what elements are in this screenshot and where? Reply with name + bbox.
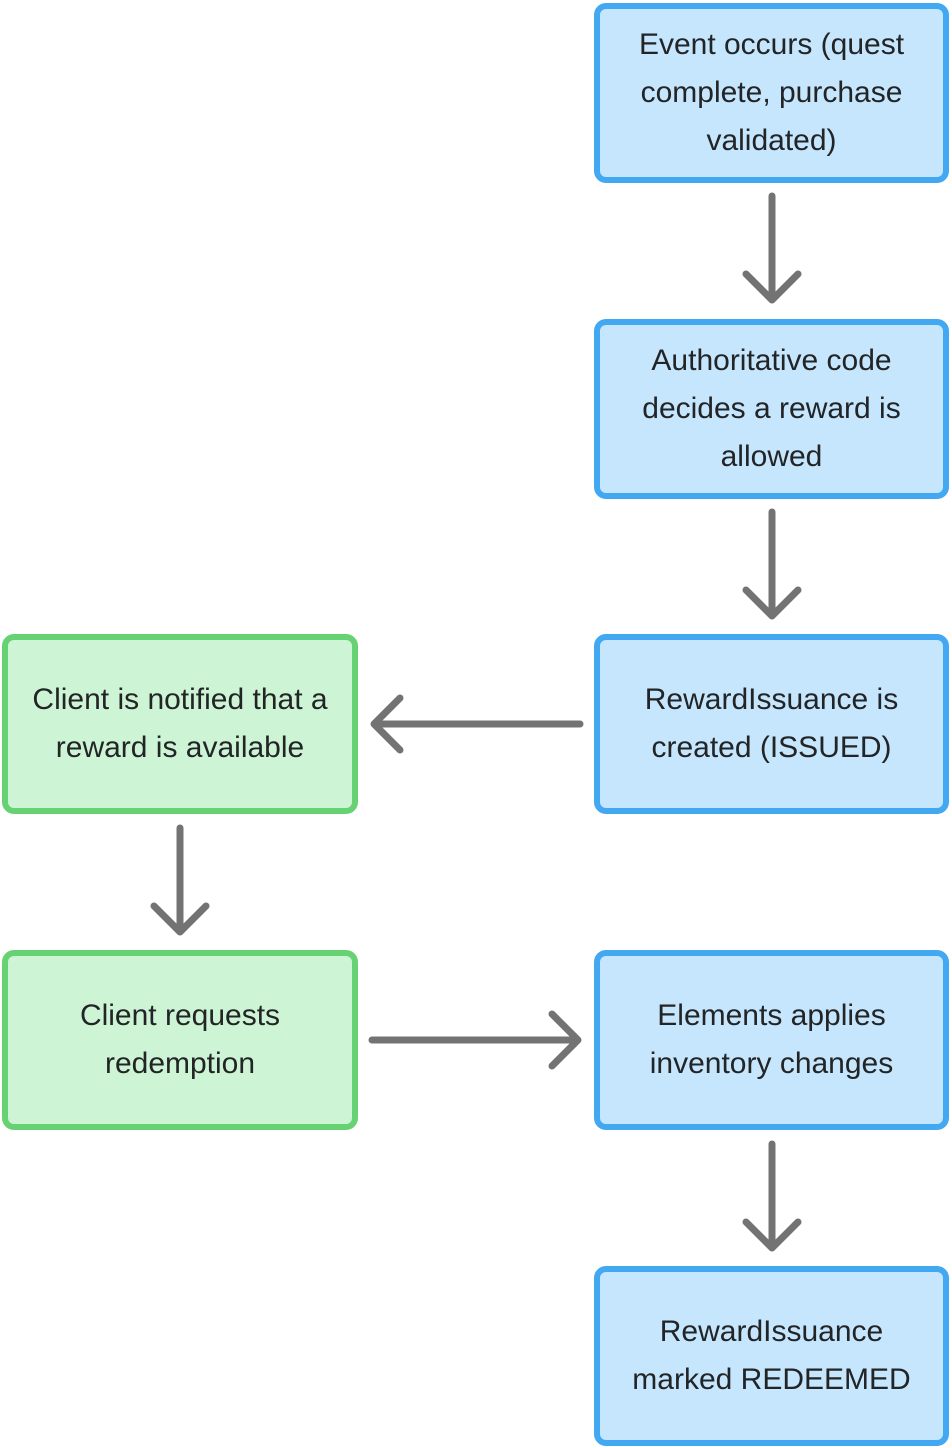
arrow-authoritative-to-issued [742, 508, 802, 620]
node-reward-issued: RewardIssuance is created (ISSUED) [594, 634, 949, 814]
arrow-elements-to-redeemed [742, 1140, 802, 1252]
node-reward-issued-label: RewardIssuance is created (ISSUED) [644, 683, 899, 764]
node-client-notified-label: Client is notified that a reward is avai… [32, 683, 328, 764]
arrow-issued-to-notified [370, 694, 584, 754]
node-elements-applies-label: Elements applies inventory changes [649, 999, 894, 1080]
arrow-event-to-authoritative [742, 192, 802, 304]
node-elements-applies: Elements applies inventory changes [594, 950, 949, 1130]
node-reward-redeemed: RewardIssuance marked REDEEMED [594, 1266, 949, 1446]
node-reward-redeemed-label: RewardIssuance marked REDEEMED [632, 1315, 911, 1396]
node-client-requests-label: Client requests redemption [79, 999, 281, 1080]
node-event-occurs-label: Event occurs (quest complete, purchase v… [638, 28, 905, 157]
node-client-notified: Client is notified that a reward is avai… [2, 634, 358, 814]
arrow-notified-to-requests [150, 824, 210, 936]
node-event-occurs: Event occurs (quest complete, purchase v… [594, 3, 949, 183]
node-client-requests: Client requests redemption [2, 950, 358, 1130]
arrow-requests-to-elements [368, 1010, 582, 1070]
node-authoritative-code-label: Authoritative code decides a reward is a… [642, 344, 901, 473]
node-authoritative-code: Authoritative code decides a reward is a… [594, 319, 949, 499]
